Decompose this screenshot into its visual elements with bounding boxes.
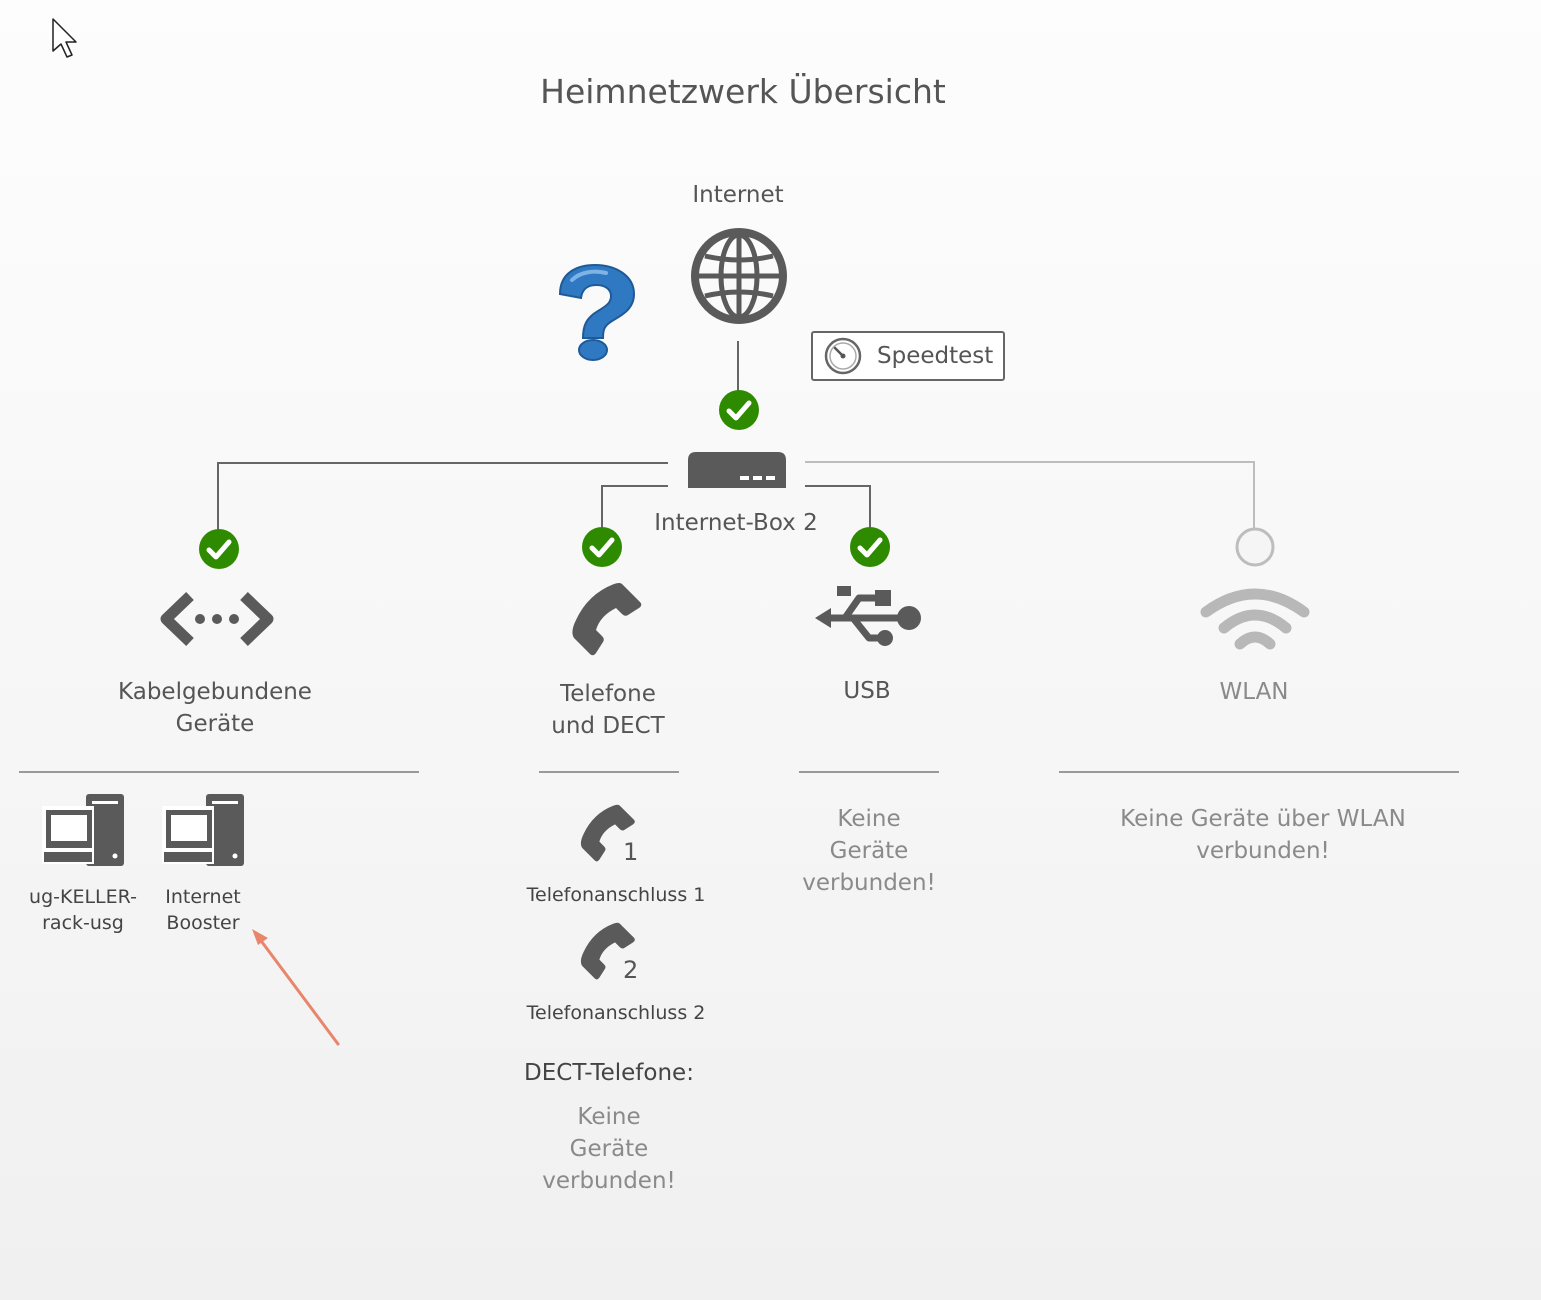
page-title: Heimnetzwerk Übersicht [540,72,946,111]
wired-device-item[interactable]: Internet Booster [142,792,264,936]
router-label: Internet-Box 2 [654,510,818,536]
annotation-arrow-icon [252,929,340,1046]
phones-separator [539,771,679,773]
phone-port-label: Telefonanschluss 2 [526,1002,706,1024]
phone-port-number: 2 [623,956,639,984]
speedtest-label: Speedtest [877,343,994,369]
question-mark-icon[interactable] [550,262,640,364]
usb-empty-message: Keine Geräte verbunden! [802,806,936,896]
internet-label: Internet [692,182,784,208]
phone-icon [580,922,635,980]
desktop-computer-icon [42,794,124,866]
wlan-separator [1059,771,1459,773]
phone-port-number: 1 [623,838,639,866]
wlan-status-empty-icon [1235,527,1275,567]
device-name: Internet [165,886,241,908]
usb-status-check-icon [850,527,890,567]
wlan-category-label[interactable]: WLAN [1219,679,1289,705]
usb-separator [799,771,939,773]
phone-port-item[interactable]: 2 Telefonanschluss 2 [508,922,724,1026]
phones-status-check-icon [582,527,622,567]
ethernet-icon[interactable] [160,592,274,646]
usb-icon[interactable] [815,586,923,650]
mouse-cursor-icon [52,18,77,58]
phone-icon[interactable] [570,582,644,656]
router-icon[interactable] [688,452,786,488]
dect-empty-message: Keine Geräte verbunden! [542,1104,676,1194]
globe-icon[interactable] [690,227,788,325]
wired-device-item[interactable]: ug-KELLER- rack-usg [22,792,144,936]
device-name: Booster [166,912,240,934]
phone-port-item[interactable]: 1 Telefonanschluss 1 [508,804,724,908]
gauge-icon [824,337,862,375]
phone-port-label: Telefonanschluss 1 [526,884,706,906]
device-name: ug-KELLER- [29,886,137,908]
phone-icon [580,804,635,862]
wired-status-check-icon [199,529,239,569]
device-name: rack-usg [42,912,124,934]
internet-status-check-icon [719,390,759,430]
wifi-icon[interactable] [1200,588,1310,654]
dect-heading: DECT-Telefone: [524,1060,694,1086]
wired-category-label[interactable]: Kabelgebundene Geräte [118,679,312,737]
wlan-empty-message: Keine Geräte über WLAN verbunden! [1120,806,1406,864]
speedtest-button[interactable]: Speedtest [811,331,1005,381]
phones-category-label[interactable]: Telefone und DECT [551,681,665,739]
wired-separator [19,771,419,773]
usb-category-label[interactable]: USB [843,678,891,704]
desktop-computer-icon [162,794,244,866]
